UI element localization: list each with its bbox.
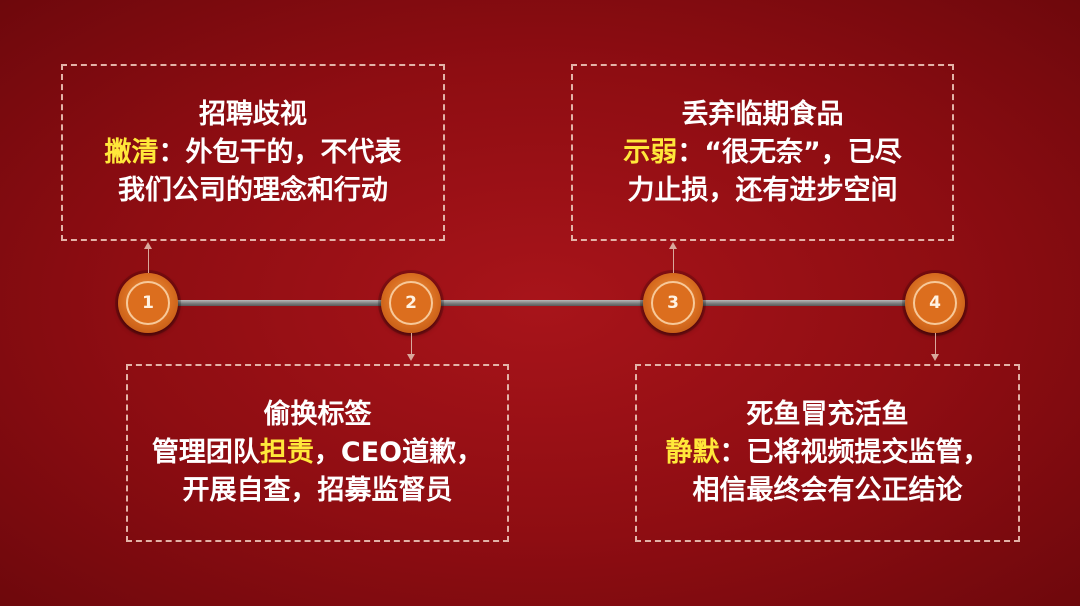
step-3-arrow-icon: [669, 242, 677, 249]
step-1-highlight: 撇清: [104, 136, 159, 168]
step-2-arrow-icon: [407, 354, 415, 361]
step-3-highlight: 示弱: [623, 136, 678, 168]
step-1-node: 1: [118, 273, 178, 333]
step-4-line2-text: ：已将视频提交监管，: [719, 437, 990, 468]
step-1-box: 招聘歧视 撇清：外包干的，不代表 我们公司的理念和行动: [61, 64, 445, 241]
step-3-number: 3: [651, 281, 695, 325]
step-4-connector: [935, 333, 936, 355]
step-4-box: 死鱼冒充活鱼 静默：已将视频提交监管， 相信最终会有公正结论: [635, 364, 1020, 542]
step-2-highlight: 担责: [259, 437, 314, 468]
step-3-line3: 力止损，还有进步空间: [627, 174, 898, 206]
step-2-line3: 开展自查，招募监督员: [182, 475, 453, 506]
step-1-title: 招聘歧视: [199, 98, 307, 130]
step-3-node: 3: [643, 273, 703, 333]
step-1-arrow-icon: [144, 242, 152, 249]
step-4-node: 4: [905, 273, 965, 333]
step-4-title: 死鱼冒充活鱼: [746, 399, 909, 430]
step-2-number: 2: [389, 281, 433, 325]
step-2-line2: 管理团队担责，CEO道歉，: [152, 434, 483, 472]
step-4-arrow-icon: [931, 354, 939, 361]
step-2-line2-pre: 管理团队: [151, 437, 260, 468]
step-1-line2: 撇清：外包干的，不代表: [105, 134, 402, 172]
step-3-line2-text: ：“很无奈”，已尽: [677, 136, 902, 168]
step-2-box: 偷换标签 管理团队担责，CEO道歉， 开展自查，招募监督员: [126, 364, 509, 542]
step-4-line2: 静默：已将视频提交监管，: [666, 434, 990, 472]
timeline-line: [148, 300, 936, 306]
step-4-number: 4: [913, 281, 957, 325]
step-1-connector: [148, 248, 149, 273]
step-1-number: 1: [126, 281, 170, 325]
step-1-line2-text: ：外包干的，不代表: [158, 136, 402, 168]
step-2-connector: [411, 333, 412, 355]
step-1-line3: 我们公司的理念和行动: [118, 174, 388, 206]
step-4-highlight: 静默: [665, 437, 720, 468]
step-3-title: 丢弃临期食品: [681, 98, 844, 130]
step-2-node: 2: [381, 273, 441, 333]
step-3-box: 丢弃临期食品 示弱：“很无奈”，已尽 力止损，还有进步空间: [571, 64, 954, 241]
step-2-line2-post: ，CEO道歉，: [313, 437, 484, 468]
step-3-connector: [673, 248, 674, 273]
step-2-title: 偷换标签: [263, 399, 372, 430]
step-3-line2: 示弱：“很无奈”，已尽: [623, 134, 902, 172]
step-4-line3: 相信最终会有公正结论: [692, 475, 963, 506]
